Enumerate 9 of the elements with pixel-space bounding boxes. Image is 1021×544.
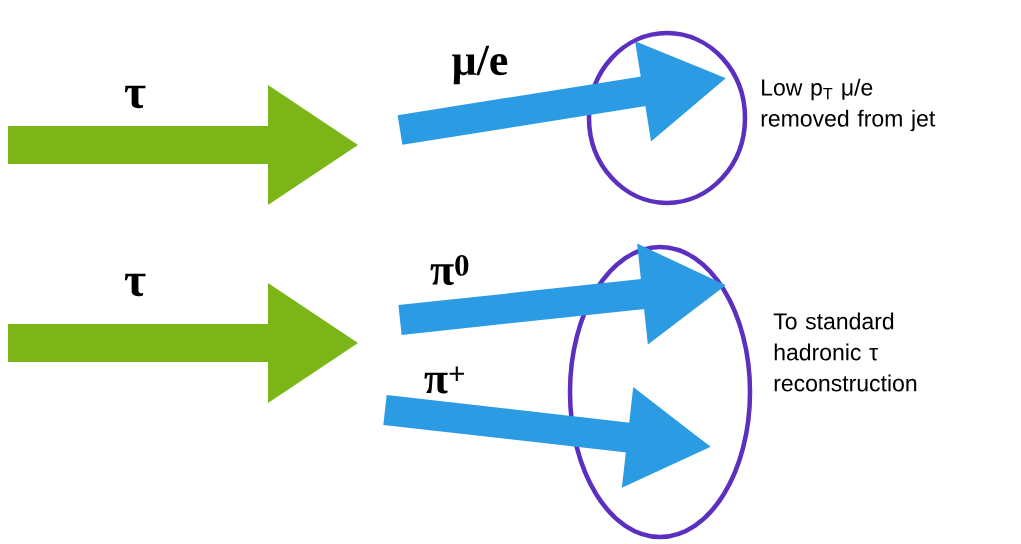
note-text: To standard hadronic τ reconstruction [773, 312, 917, 392]
edge-label: π$^{0}$ [430, 255, 469, 285]
particle-label: τ [124, 273, 146, 297]
particle-label: τ [124, 85, 146, 109]
edge-label: μ/e [452, 45, 508, 85]
ellipse-outline [567, 244, 753, 540]
ellipse-outline [586, 30, 748, 206]
note-text: Low p$_{T}$ μ/e removed from jet [761, 78, 936, 132]
edge-label: π$^{+}$ [424, 366, 464, 394]
